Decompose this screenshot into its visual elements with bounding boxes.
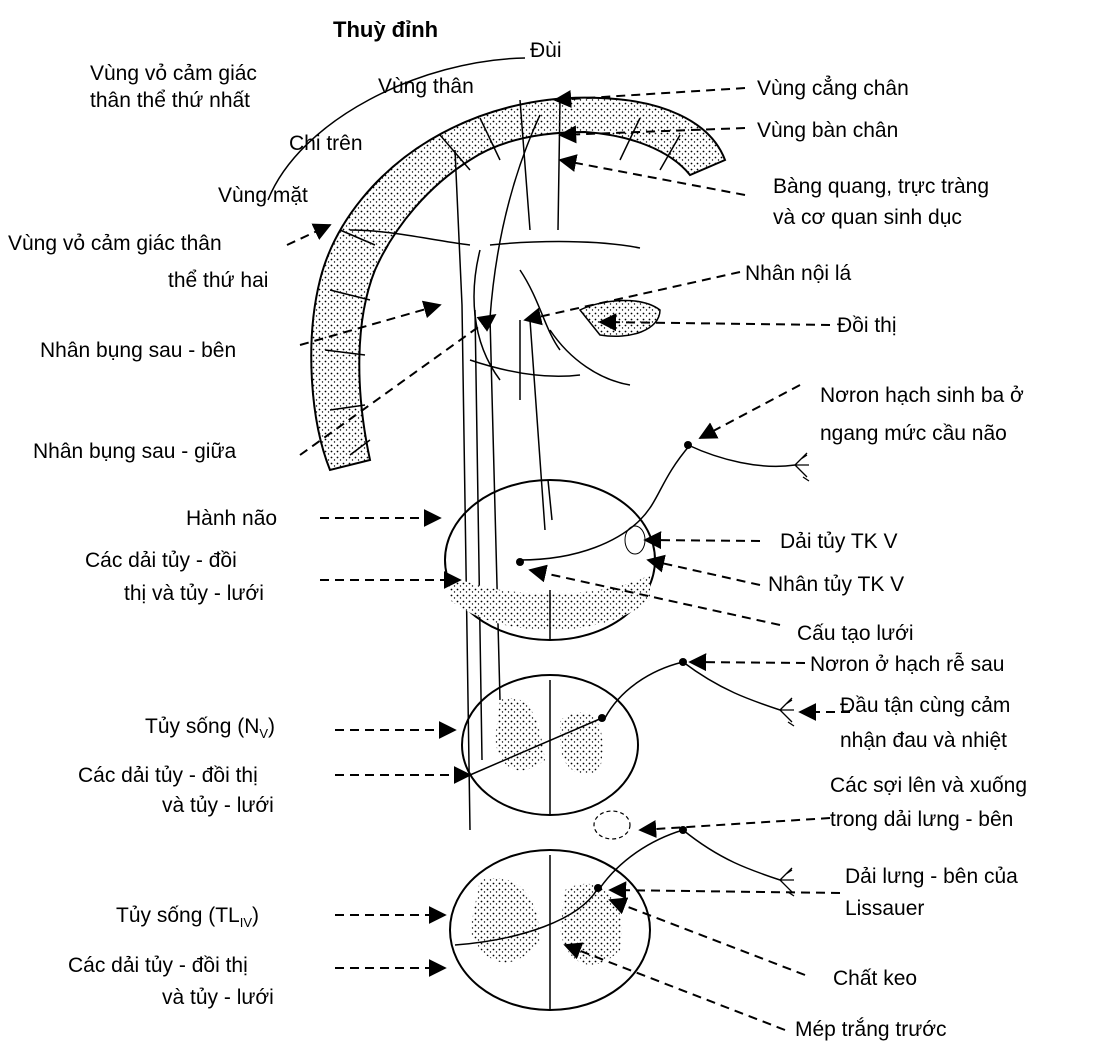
label-nhan-noi-la: Nhân nội lá	[745, 262, 852, 285]
label-dai-lung-ben-b: Lissauer	[845, 897, 924, 920]
label-cac-dai-2-b: và tủy - lưới	[162, 794, 274, 817]
label-vung-mat: Vùng mặt	[218, 184, 308, 207]
label-vung-vo-2-b: thể thứ hai	[168, 269, 268, 292]
label-vung-vo-1-a: Vùng vỏ cảm giác	[90, 62, 257, 85]
label-cac-dai-1-a: Các dải tủy - đồi	[85, 549, 237, 572]
label-noron-hach-sinh-ba-a: Nơron hạch sinh ba ở	[820, 384, 1024, 407]
label-cau-tao-luoi: Cấu tạo lưới	[797, 622, 914, 645]
label-cac-soi-b: trong dải lưng - bên	[830, 808, 1013, 831]
label-bang-quang-b: và cơ quan sinh dục	[773, 206, 962, 229]
label-vung-vo-2-a: Vùng vỏ cảm giác thân	[8, 232, 222, 255]
label-dau-tan-cung-a: Đầu tận cùng cảm	[840, 694, 1010, 717]
label-cac-dai-3-a: Các dải tủy - đồi thị	[68, 954, 248, 977]
label-doi-thi: Đồi thị	[837, 314, 897, 337]
spinal-cord-nv	[462, 675, 638, 815]
label-tuy-song-nv: Tủy sống (NV)	[145, 715, 275, 741]
label-cac-dai-1-b: thị và tủy - lưới	[124, 582, 264, 605]
label-cac-soi-a: Các sợi lên và xuống	[830, 774, 1027, 797]
label-dai-tuy-tkv: Dải tủy TK V	[780, 530, 898, 553]
label-noron-hach-re-sau: Nơron ở hạch rễ sau	[810, 653, 1004, 676]
label-chat-keo: Chất keo	[833, 967, 917, 990]
title-label: Thuỳ đỉnh	[333, 17, 438, 42]
label-cac-dai-2-a: Các dải tủy - đồi thị	[78, 764, 258, 787]
label-vung-than: Vùng thân	[378, 75, 474, 98]
label-bang-quang-a: Bàng quang, trực tràng	[773, 175, 989, 198]
label-vung-vo-1-b: thân thể thứ nhất	[90, 89, 250, 112]
corpus-callosum	[350, 230, 640, 248]
spinal-cord-tliv	[450, 850, 650, 1010]
label-chi-tren: Chi trên	[289, 132, 363, 155]
label-dui: Đùi	[530, 39, 562, 62]
label-vung-ban-chan: Vùng bàn chân	[757, 119, 898, 142]
label-nhan-tuy-tkv: Nhân tủy TK V	[768, 573, 904, 596]
label-dau-tan-cung-b: nhận đau và nhiệt	[840, 729, 1007, 752]
cortex-outer	[311, 98, 725, 470]
label-cac-dai-3-b: và tủy - lưới	[162, 986, 274, 1009]
label-vung-cang-chan: Vùng cẳng chân	[757, 76, 909, 100]
label-tuy-song-tl: Tủy sống (TLIV)	[116, 904, 259, 930]
label-hanh-nao: Hành não	[186, 507, 277, 530]
spinal-nv-gray	[495, 698, 603, 774]
label-nhan-bung-sau-giua: Nhân bụng sau - giữa	[33, 440, 237, 463]
medulla-section	[445, 480, 655, 640]
brain-section	[311, 98, 725, 470]
label-dai-lung-ben-a: Dải lưng - bên của	[845, 865, 1018, 888]
label-noron-hach-sinh-ba-b: ngang mức cầu não	[820, 422, 1007, 445]
label-mep-trang: Mép trắng trước	[795, 1018, 947, 1041]
peripheral-neurons	[594, 441, 809, 896]
label-nhan-bung-sau-ben: Nhân bụng sau - bên	[40, 339, 236, 362]
